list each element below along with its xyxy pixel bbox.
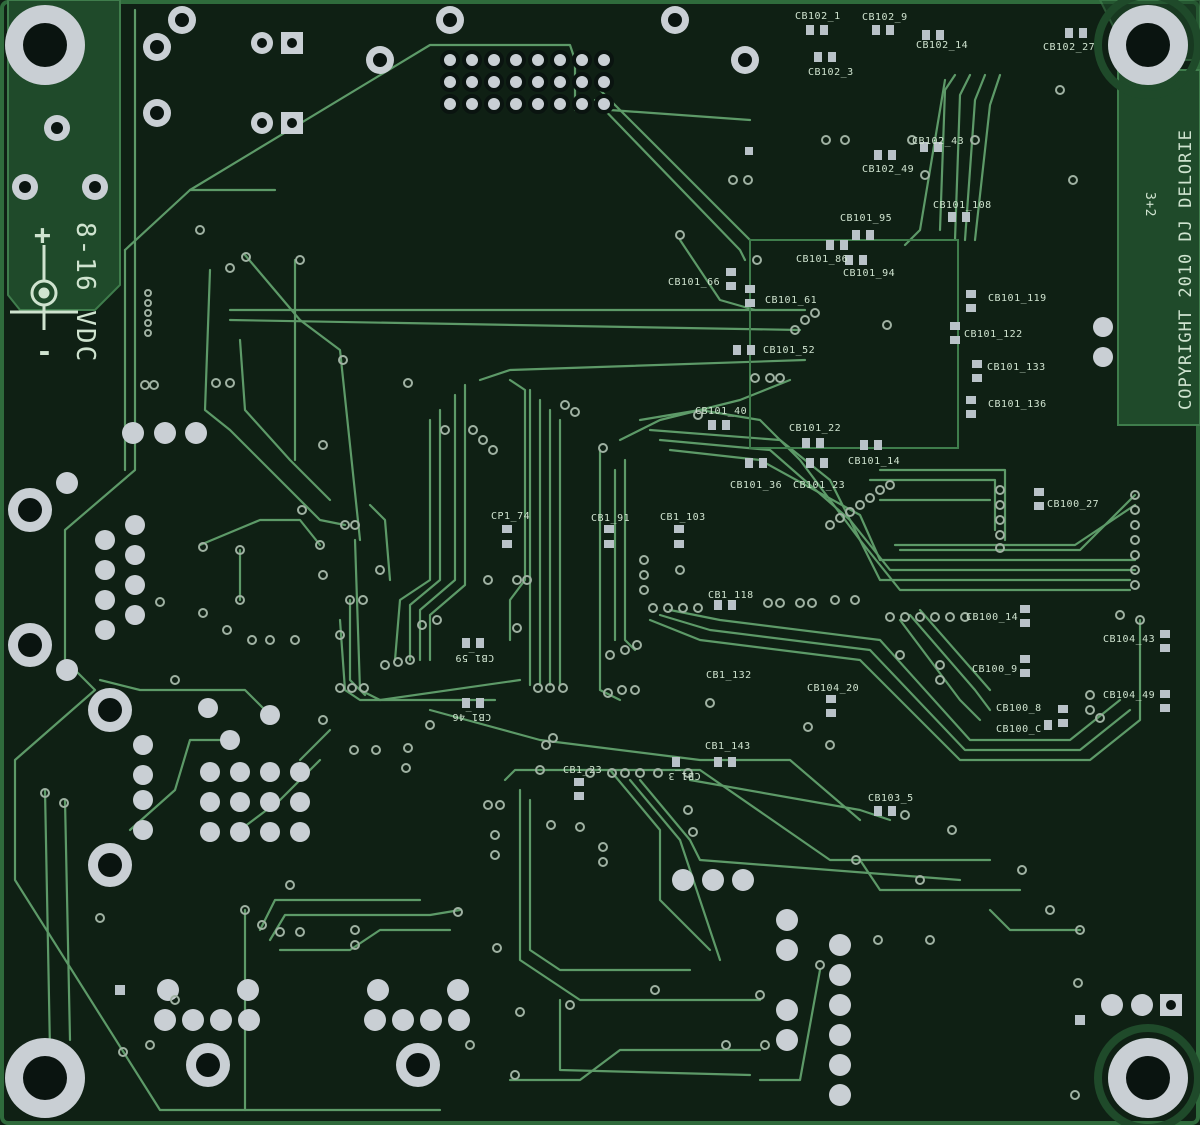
refdes-label: CB1_59	[455, 652, 495, 663]
copyright-text: COPYRIGHT 2010 DJ DELORIE	[1176, 129, 1196, 410]
refdes-label: CB104_20	[807, 683, 860, 694]
refdes-label: CP1_74	[491, 511, 531, 522]
refdes-label: CB101_23	[793, 480, 846, 491]
refdes-label: CB102_49	[862, 164, 915, 175]
mounting-holes	[5, 0, 1200, 1125]
vias	[40, 85, 1145, 1100]
polarity-plus-label: +	[34, 218, 52, 251]
refdes-label: CB103_5	[868, 793, 914, 804]
refdes-label: CB102_43	[912, 136, 965, 147]
refdes-label: CB101_52	[763, 345, 816, 356]
refdes-label: CB1_143	[705, 741, 751, 752]
refdes-label: CB102_9	[862, 12, 908, 23]
refdes-label: CB101_108	[933, 200, 992, 211]
power-jack-symbol	[10, 245, 78, 330]
refdes-label: CB100_9	[972, 664, 1018, 675]
refdes-label: CB1_46	[452, 711, 492, 722]
refdes-label: CB102_27	[1043, 42, 1096, 53]
refdes-label: CB100_8	[996, 703, 1042, 714]
refdes-label: CB100_14	[966, 612, 1019, 623]
polarity-minus-label: -	[36, 335, 54, 368]
refdes-label: CB104_49	[1103, 690, 1156, 701]
refdes-label: CB101_61	[765, 295, 818, 306]
refdes-label: CB102_3	[808, 67, 854, 78]
refdes-label: CB1_103	[660, 512, 706, 523]
copper-traces	[13, 8, 1142, 1112]
refdes-label: CB1_23	[563, 765, 603, 776]
refdes-label: CB101_136	[988, 399, 1047, 410]
refdes-label: CB101_86	[796, 254, 849, 265]
refdes-label: CB100_C	[996, 724, 1042, 735]
voltage-label: 8-16 VDC	[70, 222, 100, 364]
refdes-label: CB101_122	[964, 329, 1023, 340]
header-connector	[440, 50, 614, 114]
refdes-label: CB1_91	[591, 513, 631, 524]
refdes-label: CB101_94	[843, 268, 896, 279]
drill-holes	[18, 13, 1176, 1077]
refdes-label: CB101_95	[840, 213, 893, 224]
refdes-label: CB101_66	[668, 277, 721, 288]
refdes-label: CB102_14	[916, 40, 969, 51]
refdes-label: CB101_119	[988, 293, 1047, 304]
refdes-label: CB101_22	[789, 423, 842, 434]
refdes-label: CB101_40	[695, 406, 748, 417]
refdes-label: CB101_14	[848, 456, 901, 467]
refdes-label: CB101_36	[730, 480, 783, 491]
refdes-label: CB104_43	[1103, 634, 1156, 645]
revision-label: 3+2	[1142, 192, 1157, 217]
through-hole-pads	[8, 6, 1182, 1106]
refdes-label: CB101_133	[987, 362, 1046, 373]
refdes-label: CB1_3	[668, 770, 701, 781]
refdes-label: CB102_1	[795, 11, 841, 22]
refdes-label: CB1_118	[708, 590, 754, 601]
refdes-label: CB1_132	[706, 670, 752, 681]
refdes-label: CB100_27	[1047, 499, 1100, 510]
smd-pads	[115, 25, 1170, 1025]
